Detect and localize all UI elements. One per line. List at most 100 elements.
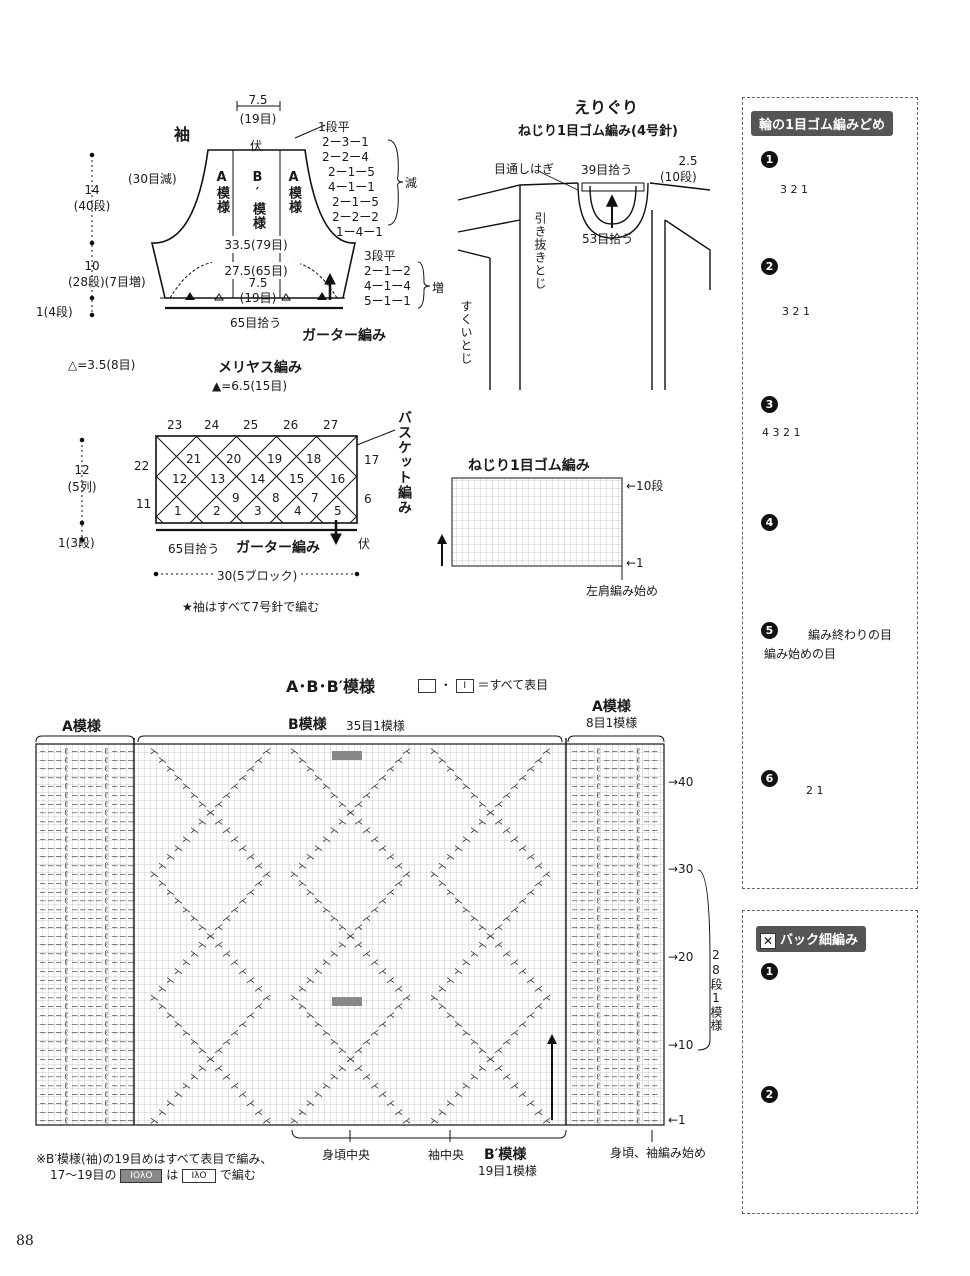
- rib-symbol: –: [572, 1117, 578, 1127]
- rib-symbol: ℓ: [64, 835, 68, 845]
- cable-symbol: ⋌: [214, 1064, 223, 1074]
- rib-symbol: –: [40, 1117, 46, 1127]
- rib-symbol: ℓ: [104, 756, 108, 766]
- rib-symbol: –: [652, 949, 658, 959]
- cable-symbol: ⋌: [238, 1090, 247, 1100]
- rib-symbol: –: [588, 1046, 594, 1056]
- rib-symbol: –: [48, 985, 54, 995]
- rib-symbol: –: [112, 1020, 118, 1030]
- rib-symbol: –: [588, 809, 594, 819]
- rib-symbol: –: [652, 826, 658, 836]
- rib-symbol: –: [40, 949, 46, 959]
- sleeve-increase-side: 増: [432, 281, 445, 295]
- cable-symbol: ⋌: [502, 826, 511, 836]
- basket-left-num: 11: [136, 497, 152, 511]
- rib-symbol: –: [128, 747, 134, 757]
- rib-symbol: –: [112, 1055, 118, 1065]
- rib-symbol: –: [572, 905, 578, 915]
- rib-symbol: –: [128, 888, 134, 898]
- rib-symbol: ℓ: [64, 1055, 68, 1065]
- cable-symbol: ⋌: [494, 817, 503, 827]
- rib-symbol: –: [88, 835, 94, 845]
- rib-symbol: ℓ: [64, 1081, 68, 1091]
- rib-symbol: ℓ: [104, 861, 108, 871]
- rib-symbol: –: [604, 1037, 610, 1047]
- rib-symbol: –: [628, 1046, 634, 1056]
- rib-symbol: –: [128, 756, 134, 766]
- rib-symbol: –: [628, 976, 634, 986]
- rib-symbol: –: [40, 1055, 46, 1065]
- rib-symbol: –: [644, 1002, 650, 1012]
- rib-symbol: –: [56, 1002, 62, 1012]
- rib-symbol: ℓ: [64, 1020, 68, 1030]
- basket-width: 30(5ブロック): [214, 567, 301, 584]
- cable-symbol: ⋋: [486, 809, 495, 819]
- rib-symbol: –: [48, 791, 54, 801]
- rib-symbol: –: [40, 923, 46, 933]
- rib-symbol: –: [120, 861, 126, 871]
- rib-symbol: –: [620, 914, 626, 924]
- rib-symbol: ℓ: [104, 1011, 108, 1021]
- rib-symbol: –: [40, 861, 46, 871]
- rib-symbol: –: [628, 1090, 634, 1100]
- rib-symbol: –: [612, 747, 618, 757]
- rib-symbol: –: [88, 897, 94, 907]
- cable-symbol: ⋋: [454, 773, 463, 783]
- sleeve-b-prime-pattern: B′模様: [250, 170, 265, 230]
- rib-symbol: –: [56, 791, 62, 801]
- rib-symbol: ℓ: [636, 809, 640, 819]
- rib-symbol: –: [112, 809, 118, 819]
- cable-symbol: ⋋: [430, 1117, 439, 1127]
- rib-symbol: –: [40, 985, 46, 995]
- cable-symbol: ⋌: [214, 941, 223, 951]
- rib-symbol: –: [72, 773, 78, 783]
- cable-symbol: ⋌: [502, 1073, 511, 1083]
- rib-symbol: –: [112, 1037, 118, 1047]
- cable-symbol: ⋌: [206, 1055, 215, 1065]
- cable-symbol: ⋌: [246, 765, 255, 775]
- cable-symbol: ⋋: [306, 1099, 315, 1109]
- cable-symbol: ⋌: [246, 1011, 255, 1021]
- increase-row: 5ー1ー1: [364, 294, 411, 308]
- rib-symbol: ℓ: [636, 747, 640, 757]
- rib-symbol: –: [48, 958, 54, 968]
- cable-symbol: ⋌: [354, 1064, 363, 1074]
- rib-symbol: –: [620, 993, 626, 1003]
- rib-symbol: –: [588, 1055, 594, 1065]
- cable-symbol: ⋋: [158, 861, 167, 871]
- rib-symbol: –: [56, 1117, 62, 1127]
- knit-symbol: Ⅰ: [455, 678, 474, 693]
- rib-symbol: –: [80, 1029, 86, 1039]
- rib-symbol: –: [652, 747, 658, 757]
- sleeve-a-pattern-right: A模様: [286, 170, 301, 214]
- rib-symbol: ℓ: [596, 765, 600, 775]
- rib-symbol: –: [40, 1108, 46, 1118]
- sleeve-top-stitches: (19目): [239, 112, 277, 126]
- cable-symbol: ⋌: [542, 747, 551, 757]
- rib-symbol: –: [120, 976, 126, 986]
- cable-symbol: ⋋: [322, 1081, 331, 1091]
- rib-symbol: –: [120, 1011, 126, 1021]
- rib-symbol: ℓ: [596, 800, 600, 810]
- cable-symbol: ⋌: [238, 1020, 247, 1030]
- rib-symbol: –: [652, 1011, 658, 1021]
- rib-symbol: –: [128, 800, 134, 810]
- rib-symbol: –: [612, 1099, 618, 1109]
- cable-symbol: ⋌: [262, 993, 271, 1003]
- rib-symbol: –: [72, 817, 78, 827]
- a-pattern-repeat: 8目1模様: [586, 716, 638, 730]
- sleeve-stockinette: メリヤス編み: [218, 360, 302, 376]
- rib-symbol: ℓ: [64, 1099, 68, 1109]
- cable-symbol: ⋋: [338, 941, 347, 951]
- rib-symbol: –: [620, 861, 626, 871]
- rib-symbol: –: [56, 1029, 62, 1039]
- cable-symbol: ⋌: [486, 809, 495, 819]
- rib-symbol: ℓ: [636, 976, 640, 986]
- rib-symbol: –: [48, 835, 54, 845]
- rib-symbol: –: [652, 861, 658, 871]
- rib-symbol: –: [612, 1073, 618, 1083]
- rib-symbol: –: [620, 967, 626, 977]
- rib-symbol: –: [80, 773, 86, 783]
- rib-symbol: ℓ: [596, 1037, 600, 1047]
- basket-note: ★袖はすべて7号針で編む: [182, 600, 320, 614]
